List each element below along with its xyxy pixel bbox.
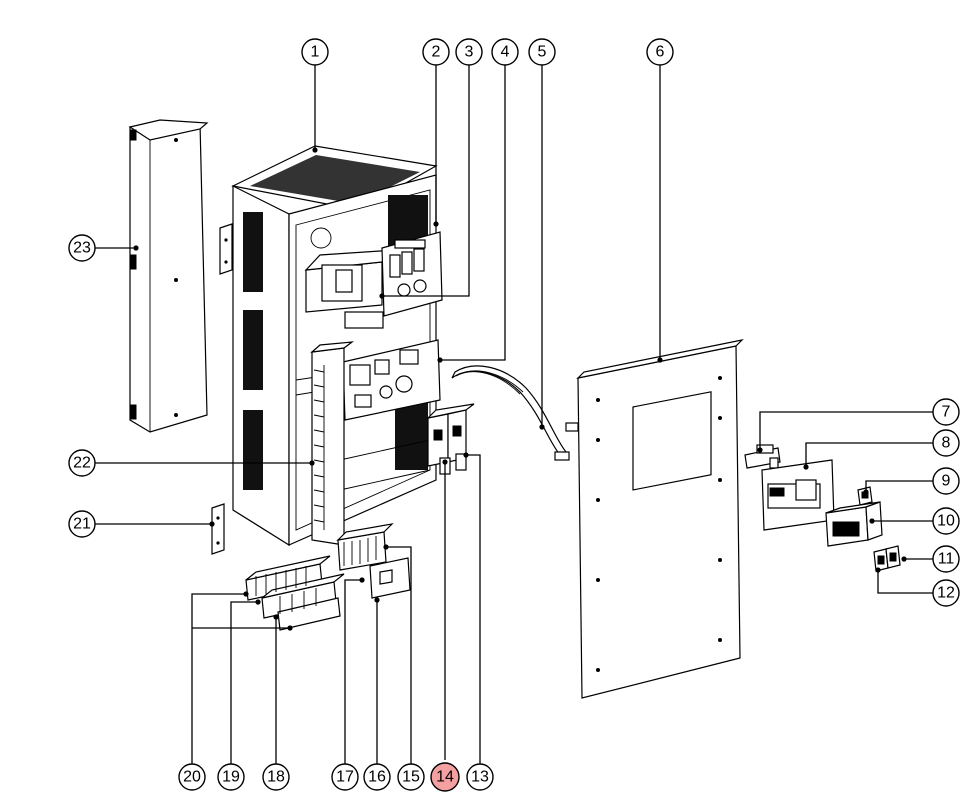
callout-5-label: 5: [538, 44, 547, 61]
callout-3[interactable]: 3: [455, 38, 483, 66]
callout-23-label: 23: [73, 240, 91, 257]
callout-14-label: 14: [436, 769, 454, 786]
terminal-rail-part: [245, 555, 345, 631]
callout-22-label: 22: [73, 455, 91, 472]
callout-9-label: 9: [942, 473, 951, 490]
display-module-part: [761, 459, 835, 531]
callout-14[interactable]: 14: [430, 762, 460, 792]
callout-15-label: 15: [402, 769, 420, 786]
callout-8[interactable]: 8: [932, 429, 960, 457]
callout-16[interactable]: 16: [363, 763, 391, 791]
callout-9[interactable]: 9: [932, 467, 960, 495]
callout-17[interactable]: 17: [331, 763, 359, 791]
mounting-bracket-part: [211, 503, 225, 555]
callout-11-label: 11: [938, 551, 955, 568]
leader-dots: [133, 147, 907, 631]
callout-10-label: 10: [937, 513, 955, 530]
callout-19[interactable]: 19: [217, 763, 245, 791]
callout-2[interactable]: 2: [422, 38, 450, 66]
callout-22[interactable]: 22: [68, 449, 96, 477]
callout-19-label: 19: [222, 769, 240, 786]
callout-1[interactable]: 1: [301, 38, 329, 66]
breaker-part: [426, 403, 475, 475]
terminal-block-part: [336, 523, 411, 599]
callout-2-label: 2: [432, 44, 441, 61]
callout-6[interactable]: 6: [646, 38, 674, 66]
clip-part: [744, 444, 781, 469]
callout-18-label: 18: [267, 769, 285, 786]
callout-21-label: 21: [73, 516, 91, 533]
callout-15[interactable]: 15: [397, 763, 425, 791]
callout-23[interactable]: 23: [68, 234, 96, 262]
callout-16-label: 16: [368, 769, 386, 786]
leader-lines: [95, 64, 933, 775]
bracket-part: [219, 223, 233, 275]
callout-21[interactable]: 21: [68, 510, 96, 538]
small-clip-part: [873, 545, 901, 572]
transformer-part: [304, 249, 397, 329]
callout-20[interactable]: 20: [178, 763, 206, 791]
callout-4-label: 4: [501, 44, 510, 61]
callout-1-label: 1: [311, 44, 320, 61]
callout-5[interactable]: 5: [528, 38, 556, 66]
callout-17-label: 17: [336, 769, 354, 786]
relay-board-part: [381, 231, 443, 317]
callout-8-label: 8: [942, 435, 951, 452]
callout-10[interactable]: 10: [932, 507, 960, 535]
callout-7-label: 7: [942, 404, 951, 421]
front-door-part: [576, 339, 744, 699]
callout-4[interactable]: 4: [491, 38, 519, 66]
ribbon-cable-part: [451, 365, 579, 461]
control-board-part: [342, 339, 441, 421]
callout-3-label: 3: [465, 44, 474, 61]
callout-11[interactable]: 11: [932, 545, 960, 573]
callout-13-label: 13: [471, 769, 489, 786]
callout-6-label: 6: [656, 44, 665, 61]
callout-12[interactable]: 12: [932, 579, 960, 607]
callout-20-label: 20: [183, 769, 201, 786]
callout-7[interactable]: 7: [932, 398, 960, 426]
controller-part: [825, 501, 883, 547]
callout-12-label: 12: [937, 585, 955, 602]
callout-18[interactable]: 18: [262, 763, 290, 791]
side-panel-part: [128, 119, 209, 433]
callout-13[interactable]: 13: [466, 763, 494, 791]
